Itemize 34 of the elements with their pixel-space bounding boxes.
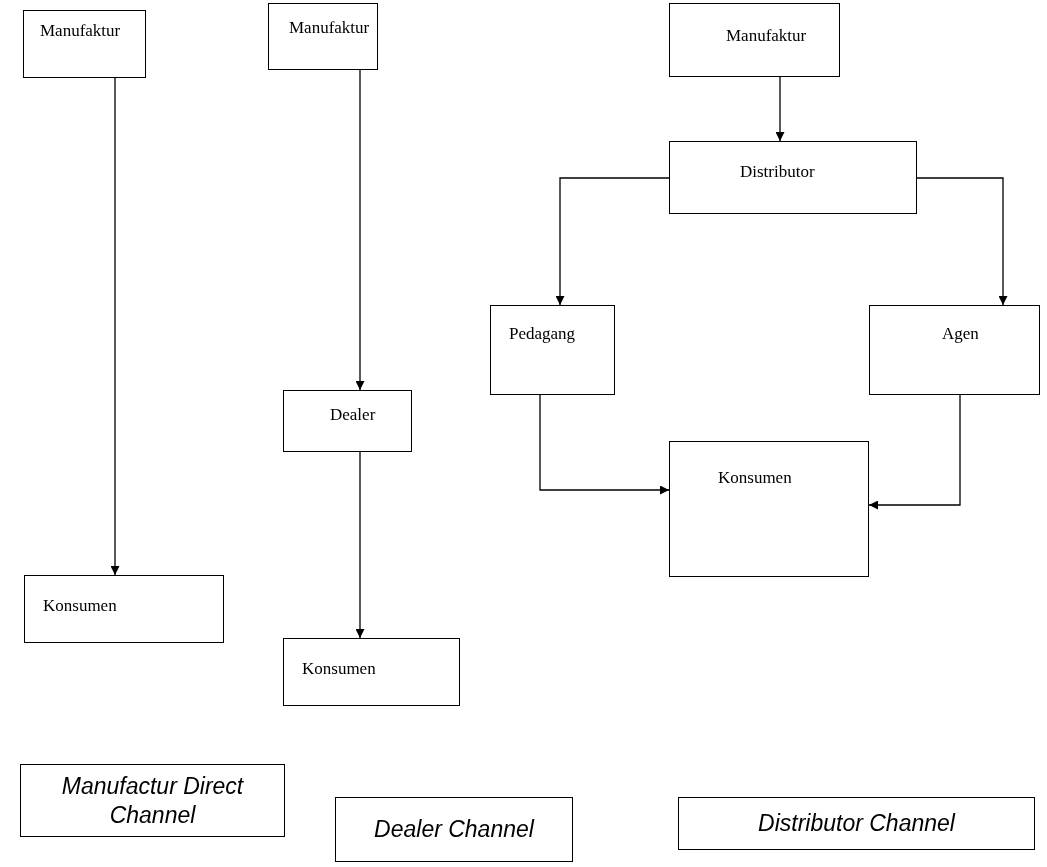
arrow xyxy=(775,76,785,142)
node-label: Manufaktur xyxy=(726,26,807,46)
caption-box xyxy=(335,797,573,862)
process-box xyxy=(23,10,146,78)
process-box xyxy=(869,305,1040,395)
node-label: Distributor xyxy=(740,162,815,182)
process-box xyxy=(268,3,378,70)
caption-text: Distributor Channel xyxy=(757,809,957,838)
caption-text: Dealer Channel xyxy=(373,815,536,844)
caption-box xyxy=(20,764,285,837)
arrow xyxy=(868,394,961,510)
node-label: Konsumen xyxy=(302,659,376,679)
arrow xyxy=(355,451,365,639)
process-box xyxy=(283,638,460,706)
node-label: Manufaktur xyxy=(289,18,370,38)
process-box xyxy=(669,441,869,577)
node-label: Pedagang xyxy=(509,324,576,344)
arrow xyxy=(555,177,670,306)
node-label: Manufaktur xyxy=(40,21,121,41)
process-box xyxy=(669,141,917,214)
process-box xyxy=(24,575,224,643)
process-box xyxy=(490,305,615,395)
arrow xyxy=(110,77,120,576)
arrow xyxy=(355,69,365,391)
node-label: Agen xyxy=(942,324,979,344)
caption-box xyxy=(678,797,1035,850)
node-label: Dealer xyxy=(330,405,376,425)
node-label: Konsumen xyxy=(43,596,117,616)
arrow xyxy=(916,177,1008,306)
caption-text: Manufactur Direct Channel xyxy=(60,771,245,830)
process-box xyxy=(283,390,412,452)
node-label: Konsumen xyxy=(718,468,792,488)
arrow xyxy=(539,394,670,495)
process-box xyxy=(669,3,840,77)
